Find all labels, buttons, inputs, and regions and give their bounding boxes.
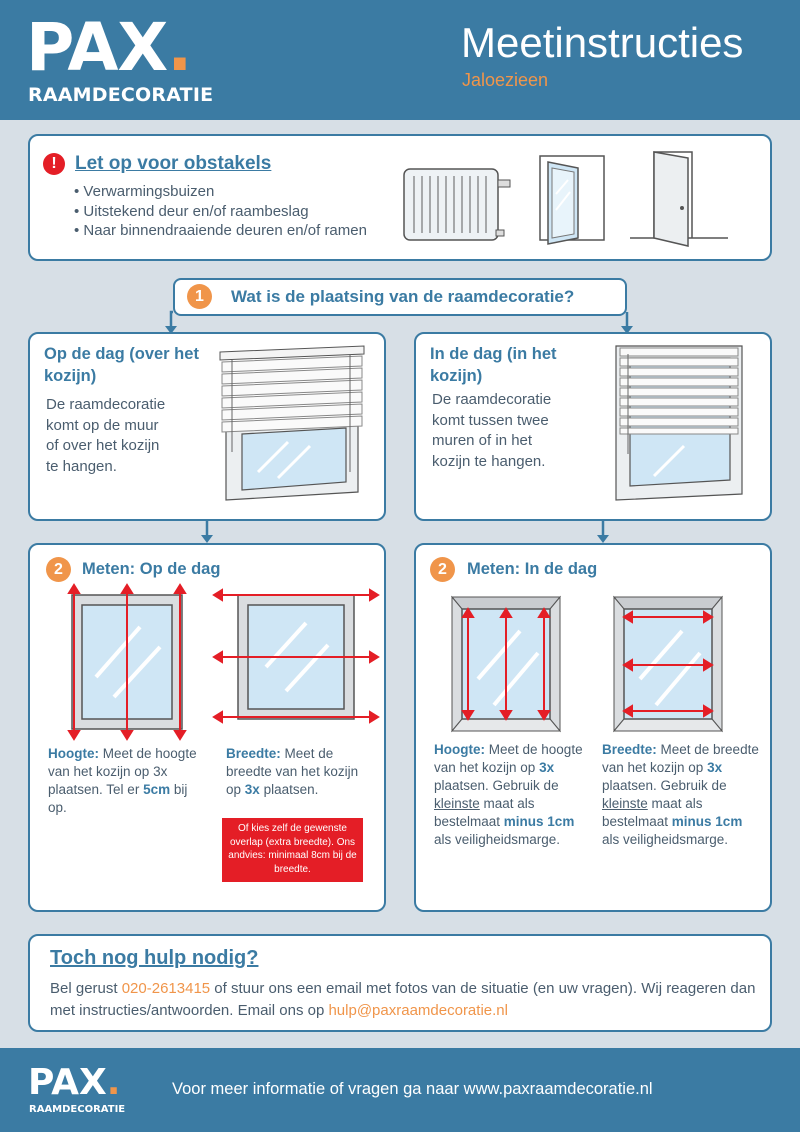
- list-item: Uitstekend deur en/of raambeslag: [74, 202, 367, 222]
- height-measure-illustration: [450, 595, 562, 733]
- height-measure-illustration: [67, 583, 187, 741]
- footer: PAX. RAAMDECORATIE Voor meer informatie …: [0, 1048, 800, 1132]
- radiator-icon: [403, 168, 511, 241]
- open-door-icon: [630, 151, 728, 247]
- phone-link[interactable]: 020-2613415: [121, 980, 211, 997]
- measure-in-frame-panel: 2 Meten: In de dag Hoogte: Meet de hoogt…: [414, 543, 772, 912]
- measure-title: Meten: In de dag: [467, 560, 598, 578]
- footer-logo[interactable]: PAX.: [28, 1062, 121, 1103]
- page-title: Meetinstructies: [461, 19, 744, 66]
- help-text: Bel gerust 020-2613415 of stuur ons een …: [50, 980, 756, 1019]
- height-instructions: Hoogte: Meet de hoogte van het kozijn op…: [434, 742, 583, 847]
- list-item: Naar binnendraaiende deuren en/of ramen: [74, 221, 367, 241]
- step-number-badge: 2: [46, 557, 71, 582]
- email-link[interactable]: hulp@paxraamdecoratie.nl: [328, 1001, 508, 1019]
- logo[interactable]: PAX.: [26, 9, 192, 86]
- question-text: Wat is de plaatsing van de raamdecoratie…: [231, 287, 575, 306]
- width-instructions: Breedte: Meet de breedte van het kozijn …: [226, 746, 359, 797]
- placement-title: In de dag (in het kozijn): [430, 345, 557, 385]
- step-number-badge: 1: [187, 284, 212, 309]
- flow-connector: [165, 310, 633, 543]
- obstacles-title: Let op voor obstakels: [75, 153, 272, 174]
- open-window-icon: [539, 155, 605, 245]
- placement-on-frame-panel: Op de dag (over het kozijn) De raamdecor…: [28, 332, 386, 521]
- placement-title: Op de dag (over het kozijn): [44, 345, 199, 385]
- header: PAX. RAAMDECORATIE Meetinstructies Jaloe…: [0, 0, 800, 120]
- footer-logo-subtitle: RAAMDECORATIE: [29, 1104, 126, 1115]
- blind-in-frame-illustration: [615, 345, 743, 501]
- measure-title: Meten: Op de dag: [82, 560, 221, 578]
- logo-subtitle: RAAMDECORATIE: [28, 84, 214, 106]
- list-item: Verwarmingsbuizen: [74, 182, 367, 202]
- height-instructions: Hoogte: Meet de hoogte van het kozijn op…: [48, 746, 197, 815]
- overlap-note: Of kies zelf de gewenste overlap (extra …: [222, 818, 363, 882]
- footer-info-text: Voor meer informatie of vragen ga naar w…: [172, 1080, 653, 1098]
- placement-in-frame-panel: In de dag (in het kozijn) De raamdecorat…: [414, 332, 772, 521]
- blind-on-frame-illustration: [219, 345, 365, 501]
- exclamation-icon: !: [43, 153, 65, 175]
- width-instructions: Breedte: Meet de breedte van het kozijn …: [602, 742, 759, 847]
- page-subtitle: Jaloezieen: [462, 70, 549, 90]
- help-panel: Toch nog hulp nodig? Bel gerust 020-2613…: [28, 934, 772, 1032]
- obstacles-panel: ! Let op voor obstakels Verwarmingsbuize…: [28, 134, 772, 261]
- width-measure-illustration: [612, 595, 724, 733]
- obstacles-list: Verwarmingsbuizen Uitstekend deur en/of …: [74, 182, 367, 241]
- placement-question: 1 Wat is de plaatsing van de raamdecorat…: [173, 278, 627, 316]
- help-title: Toch nog hulp nodig?: [50, 947, 259, 969]
- step-number-badge: 2: [430, 557, 455, 582]
- width-measure-illustration: [212, 588, 380, 724]
